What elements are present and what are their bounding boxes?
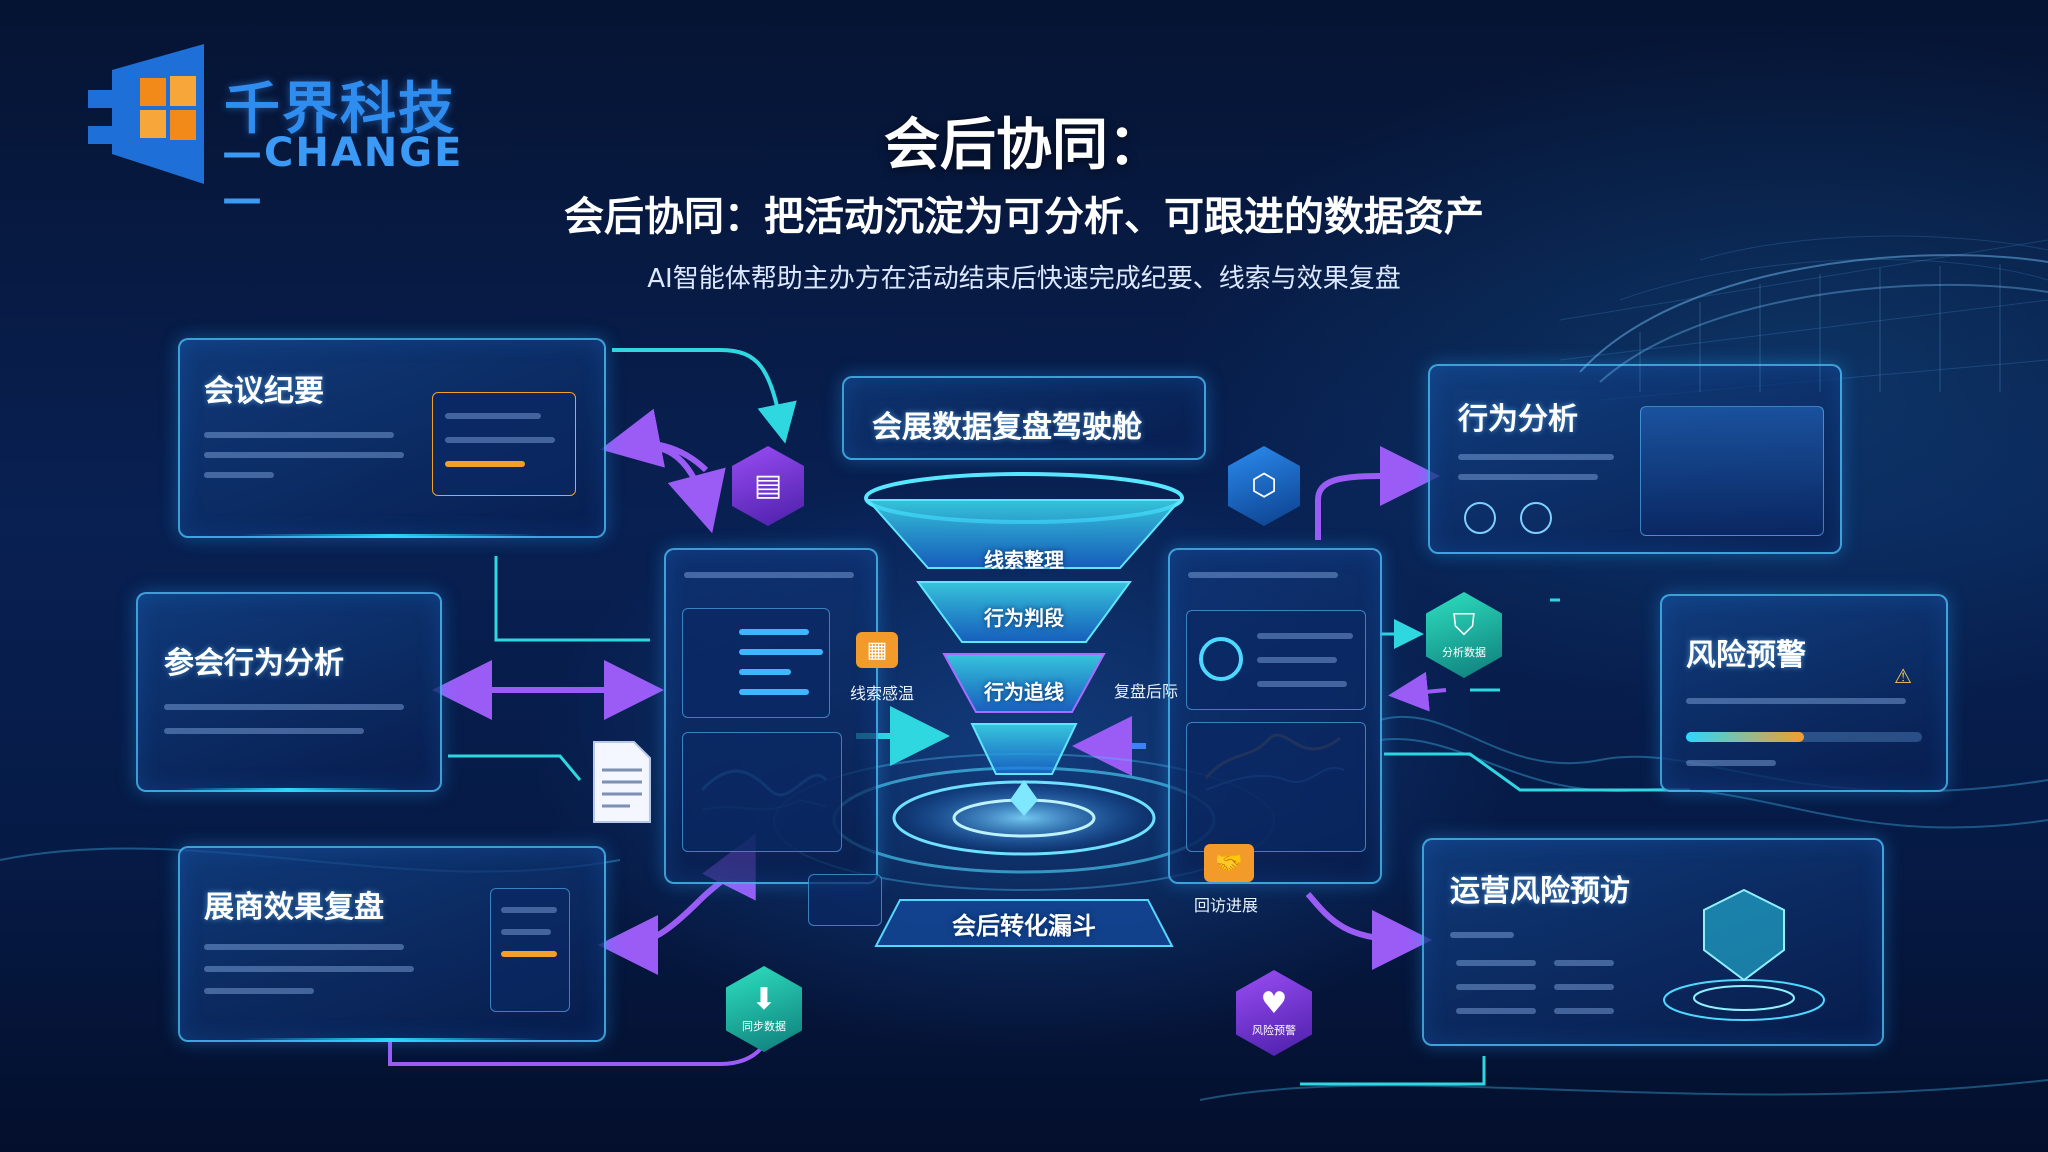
pin-icon (1520, 502, 1552, 534)
heart-check-icon: ♥ (1260, 985, 1288, 1021)
page-subtitle: 会后协同：把活动沉淀为可分析、可跟进的数据资产 (564, 194, 1484, 240)
hall-image (1640, 406, 1824, 536)
panel-ops-risk-title: 运营风险预访 (1450, 874, 1630, 909)
page-title: 会后协同： (884, 113, 1164, 178)
center-header-panel: 会展数据复盘驾驶舱 (842, 376, 1206, 460)
brand-name-cn: 千界科技 (224, 77, 456, 142)
center-right-screen (1168, 548, 1382, 884)
logo-mark-icon (88, 44, 204, 184)
risk-progress-track (1686, 732, 1922, 742)
panel-attendee-behavior[interactable]: 参会行为分析 (136, 592, 442, 792)
funnel-level-2: 行为判段 (984, 606, 1064, 630)
center-dashboard-title: 会展数据复盘驾驶舱 (872, 410, 1142, 445)
center-right-tag: 复盘后际 (1114, 682, 1179, 701)
gear-icon (1464, 502, 1496, 534)
chart-chip-icon: ▦ (856, 632, 898, 668)
center-left-tag: 线索感温 (850, 684, 915, 703)
risk-progress-fill (1686, 732, 1804, 742)
shield-icon: ⬡ (1250, 468, 1278, 503)
panel-risk-warning[interactable]: 风险预警 ⚠ (1660, 594, 1948, 792)
download-arrow-icon: ⬇ (751, 981, 777, 1017)
document-icon (593, 741, 651, 823)
follow-up-tag: 回访进展 (1194, 896, 1259, 915)
report-preview (490, 888, 570, 1012)
funnel-level-3: 行为追线 (984, 680, 1064, 704)
page-description: AI智能体帮助主办方在活动结束后快速完成纪要、线索与效果复盘 (647, 264, 1401, 294)
convention-center-illustration (1579, 254, 2048, 392)
brand-name-en-text: CHANGE (264, 130, 464, 176)
panel-meeting-minutes-title: 会议纪要 (204, 374, 324, 409)
panel-behavior-analysis-title: 行为分析 (1458, 402, 1578, 437)
panel-meeting-minutes[interactable]: 会议纪要 (178, 338, 606, 538)
center-left-screen (664, 548, 878, 884)
panel-exhibitor-review[interactable]: 展商效果复盘 (178, 846, 606, 1042)
shield-check-icon: ⛉ (1452, 607, 1476, 643)
panel-ops-risk[interactable]: 运营风险预访 (1422, 838, 1884, 1046)
panel-behavior-analysis[interactable]: 行为分析 (1428, 364, 1842, 554)
clipboard-icon: ▤ (753, 468, 783, 503)
panel-exhibitor-review-title: 展商效果复盘 (204, 890, 384, 925)
funnel-level-1: 线索整理 (984, 548, 1064, 572)
link-chip-icon (808, 874, 882, 926)
brand-logo: 千界科技 —CHANGE— (88, 34, 468, 222)
funnel-title: 会后转化漏斗 (952, 912, 1096, 940)
panel-risk-warning-title: 风险预警 (1686, 638, 1806, 673)
handshake-chip-icon: 🤝 (1204, 844, 1254, 882)
warning-icon: ⚠ (1894, 664, 1912, 688)
shield-hologram-icon (1663, 888, 1825, 1021)
panel-attendee-behavior-title: 参会行为分析 (164, 646, 344, 681)
brand-name-en: —CHANGE— (222, 130, 464, 222)
document-preview (432, 392, 576, 496)
